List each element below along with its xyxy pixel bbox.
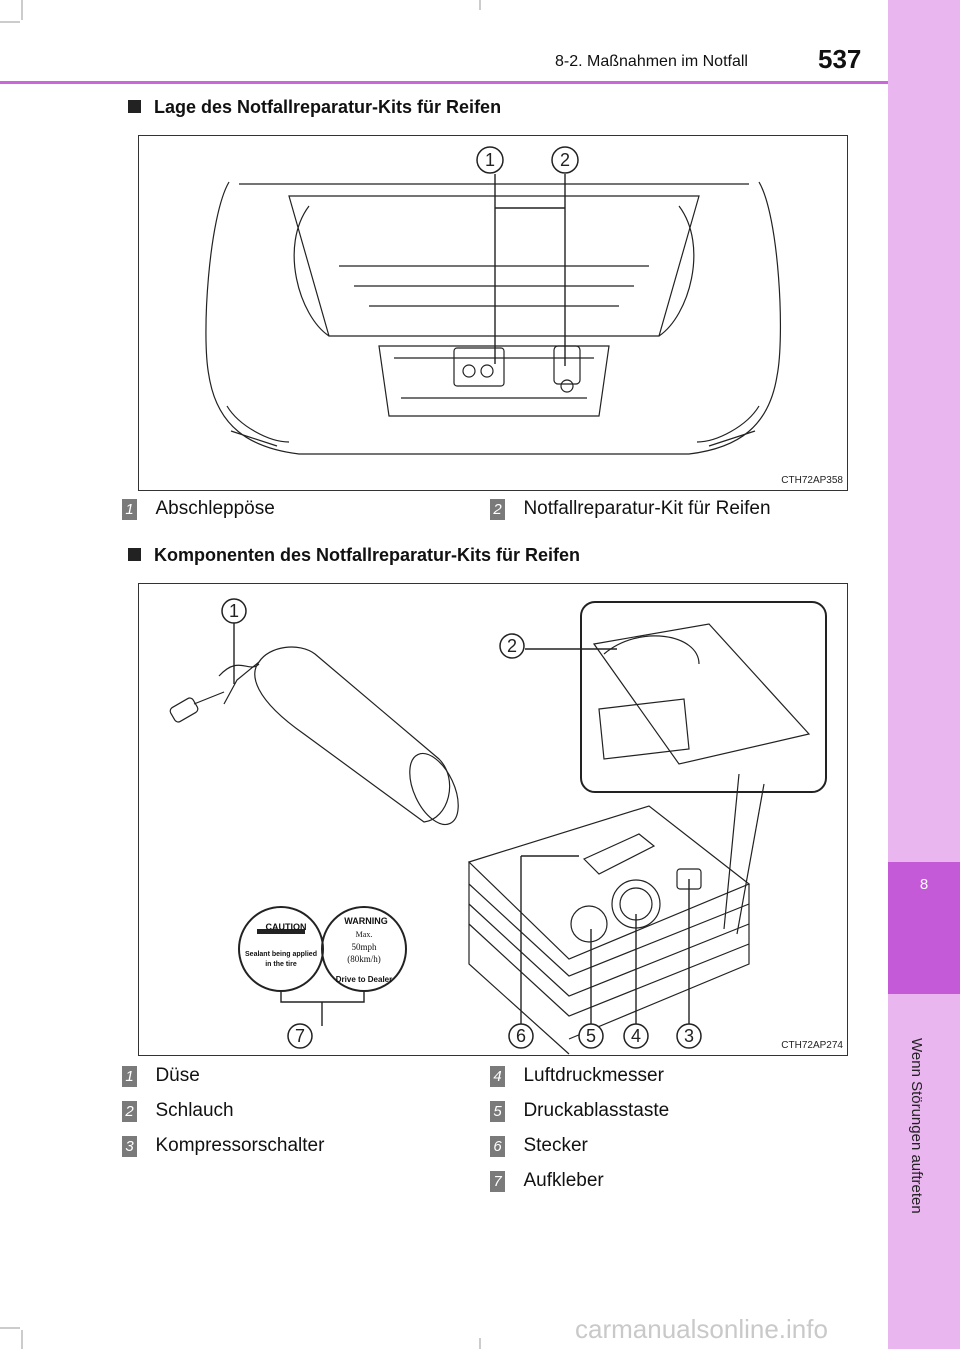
legend-item: 1 Abschleppöse [122,498,275,520]
legend-item: 2 Schlauch [122,1100,234,1122]
legend-number: 5 [490,1101,505,1122]
warning-speed-kmh: (80km/h) [347,954,381,964]
figure-kit-components: CAUTION Sealant being applied in the tir… [138,583,848,1056]
legend-number: 4 [490,1066,505,1087]
crop-marks [0,0,481,1349]
legend-item: 6 Stecker [490,1135,588,1157]
callout-7: 7 [287,1023,313,1049]
svg-text:3: 3 [684,1026,694,1046]
car-luggage-illustration: 1 2 [205,146,782,455]
legend-item: 7 Aufkleber [490,1170,604,1192]
svg-text:5: 5 [586,1026,596,1046]
svg-text:4: 4 [631,1026,641,1046]
warning-max: Max. [356,930,373,939]
chapter-number: 8 [919,876,929,893]
legend-number: 2 [122,1101,137,1122]
figure-kit-location: 1 2 CTH72AP358 [138,135,848,491]
callout-6: 6 [508,1023,534,1049]
legend-text: Abschleppöse [155,498,275,519]
callout-4: 4 [623,1023,649,1049]
callout-1: 1 [221,598,247,624]
callout-1: 1 [476,146,504,174]
legend-text: Aufkleber [523,1170,604,1191]
legend-text: Schlauch [155,1100,234,1121]
legend-number: 1 [122,1066,137,1087]
legend-item: 5 Druckablasstaste [490,1100,669,1122]
watermark: carmanualsonline.info [575,1314,828,1344]
svg-text:2: 2 [560,150,570,170]
legend-text: Notfallreparatur-Kit für Reifen [523,498,771,519]
legend-number: 7 [490,1171,505,1192]
warning-drive-to-dealer: Drive to Dealer [336,975,392,984]
figure-code: CTH72AP274 [781,1040,843,1051]
legend-item: 1 Düse [122,1065,200,1087]
legend-text: Druckablasstaste [523,1100,670,1121]
figure-code: CTH72AP358 [781,475,843,486]
caution-label: CAUTION [266,922,307,932]
warning-speed-mph: 50mph [351,942,377,952]
legend-text: Düse [155,1065,200,1086]
svg-text:7: 7 [295,1026,305,1046]
section-title: 8-2. Maßnahmen im Notfall [555,53,748,70]
svg-text:1: 1 [485,150,495,170]
callout-2: 2 [551,146,579,174]
chapter-title: Wenn Störungen auftreten [908,1038,925,1214]
legend-number: 2 [490,499,505,520]
callout-5: 5 [578,1023,604,1049]
caution-text-1: Sealant being applied [245,951,317,958]
chapter-side-tab [888,0,960,1349]
svg-text:2: 2 [507,636,517,656]
chapter-tab-active [888,862,960,994]
heading-kit-location: Lage des Notfallreparatur-Kits für Reife… [128,97,501,118]
legend-number: 1 [122,499,137,520]
svg-text:6: 6 [516,1026,526,1046]
callout-2: 2 [499,633,525,659]
heading-kit-components: Komponenten des Notfallreparatur-Kits fü… [128,545,580,566]
heading-bullet-icon [128,100,141,113]
kit-components-illustration: CAUTION Sealant being applied in the tir… [169,598,827,1055]
callout-3: 3 [676,1023,702,1049]
header-rule [0,81,888,84]
legend-number: 3 [122,1136,137,1157]
legend-text: Stecker [523,1135,588,1156]
legend-number: 6 [490,1136,505,1157]
legend-text: Kompressorschalter [155,1135,325,1156]
warning-label: WARNING [344,916,388,926]
legend-item: 4 Luftdruckmesser [490,1065,664,1087]
legend-text: Luftdruckmesser [523,1065,664,1086]
heading-bullet-icon [128,548,141,561]
legend-item: 3 Kompressorschalter [122,1135,324,1157]
caution-text-2: in the tire [265,961,297,968]
svg-text:1: 1 [229,601,239,621]
legend-item: 2 Notfallreparatur-Kit für Reifen [490,498,771,520]
page-number: 537 [818,44,862,74]
